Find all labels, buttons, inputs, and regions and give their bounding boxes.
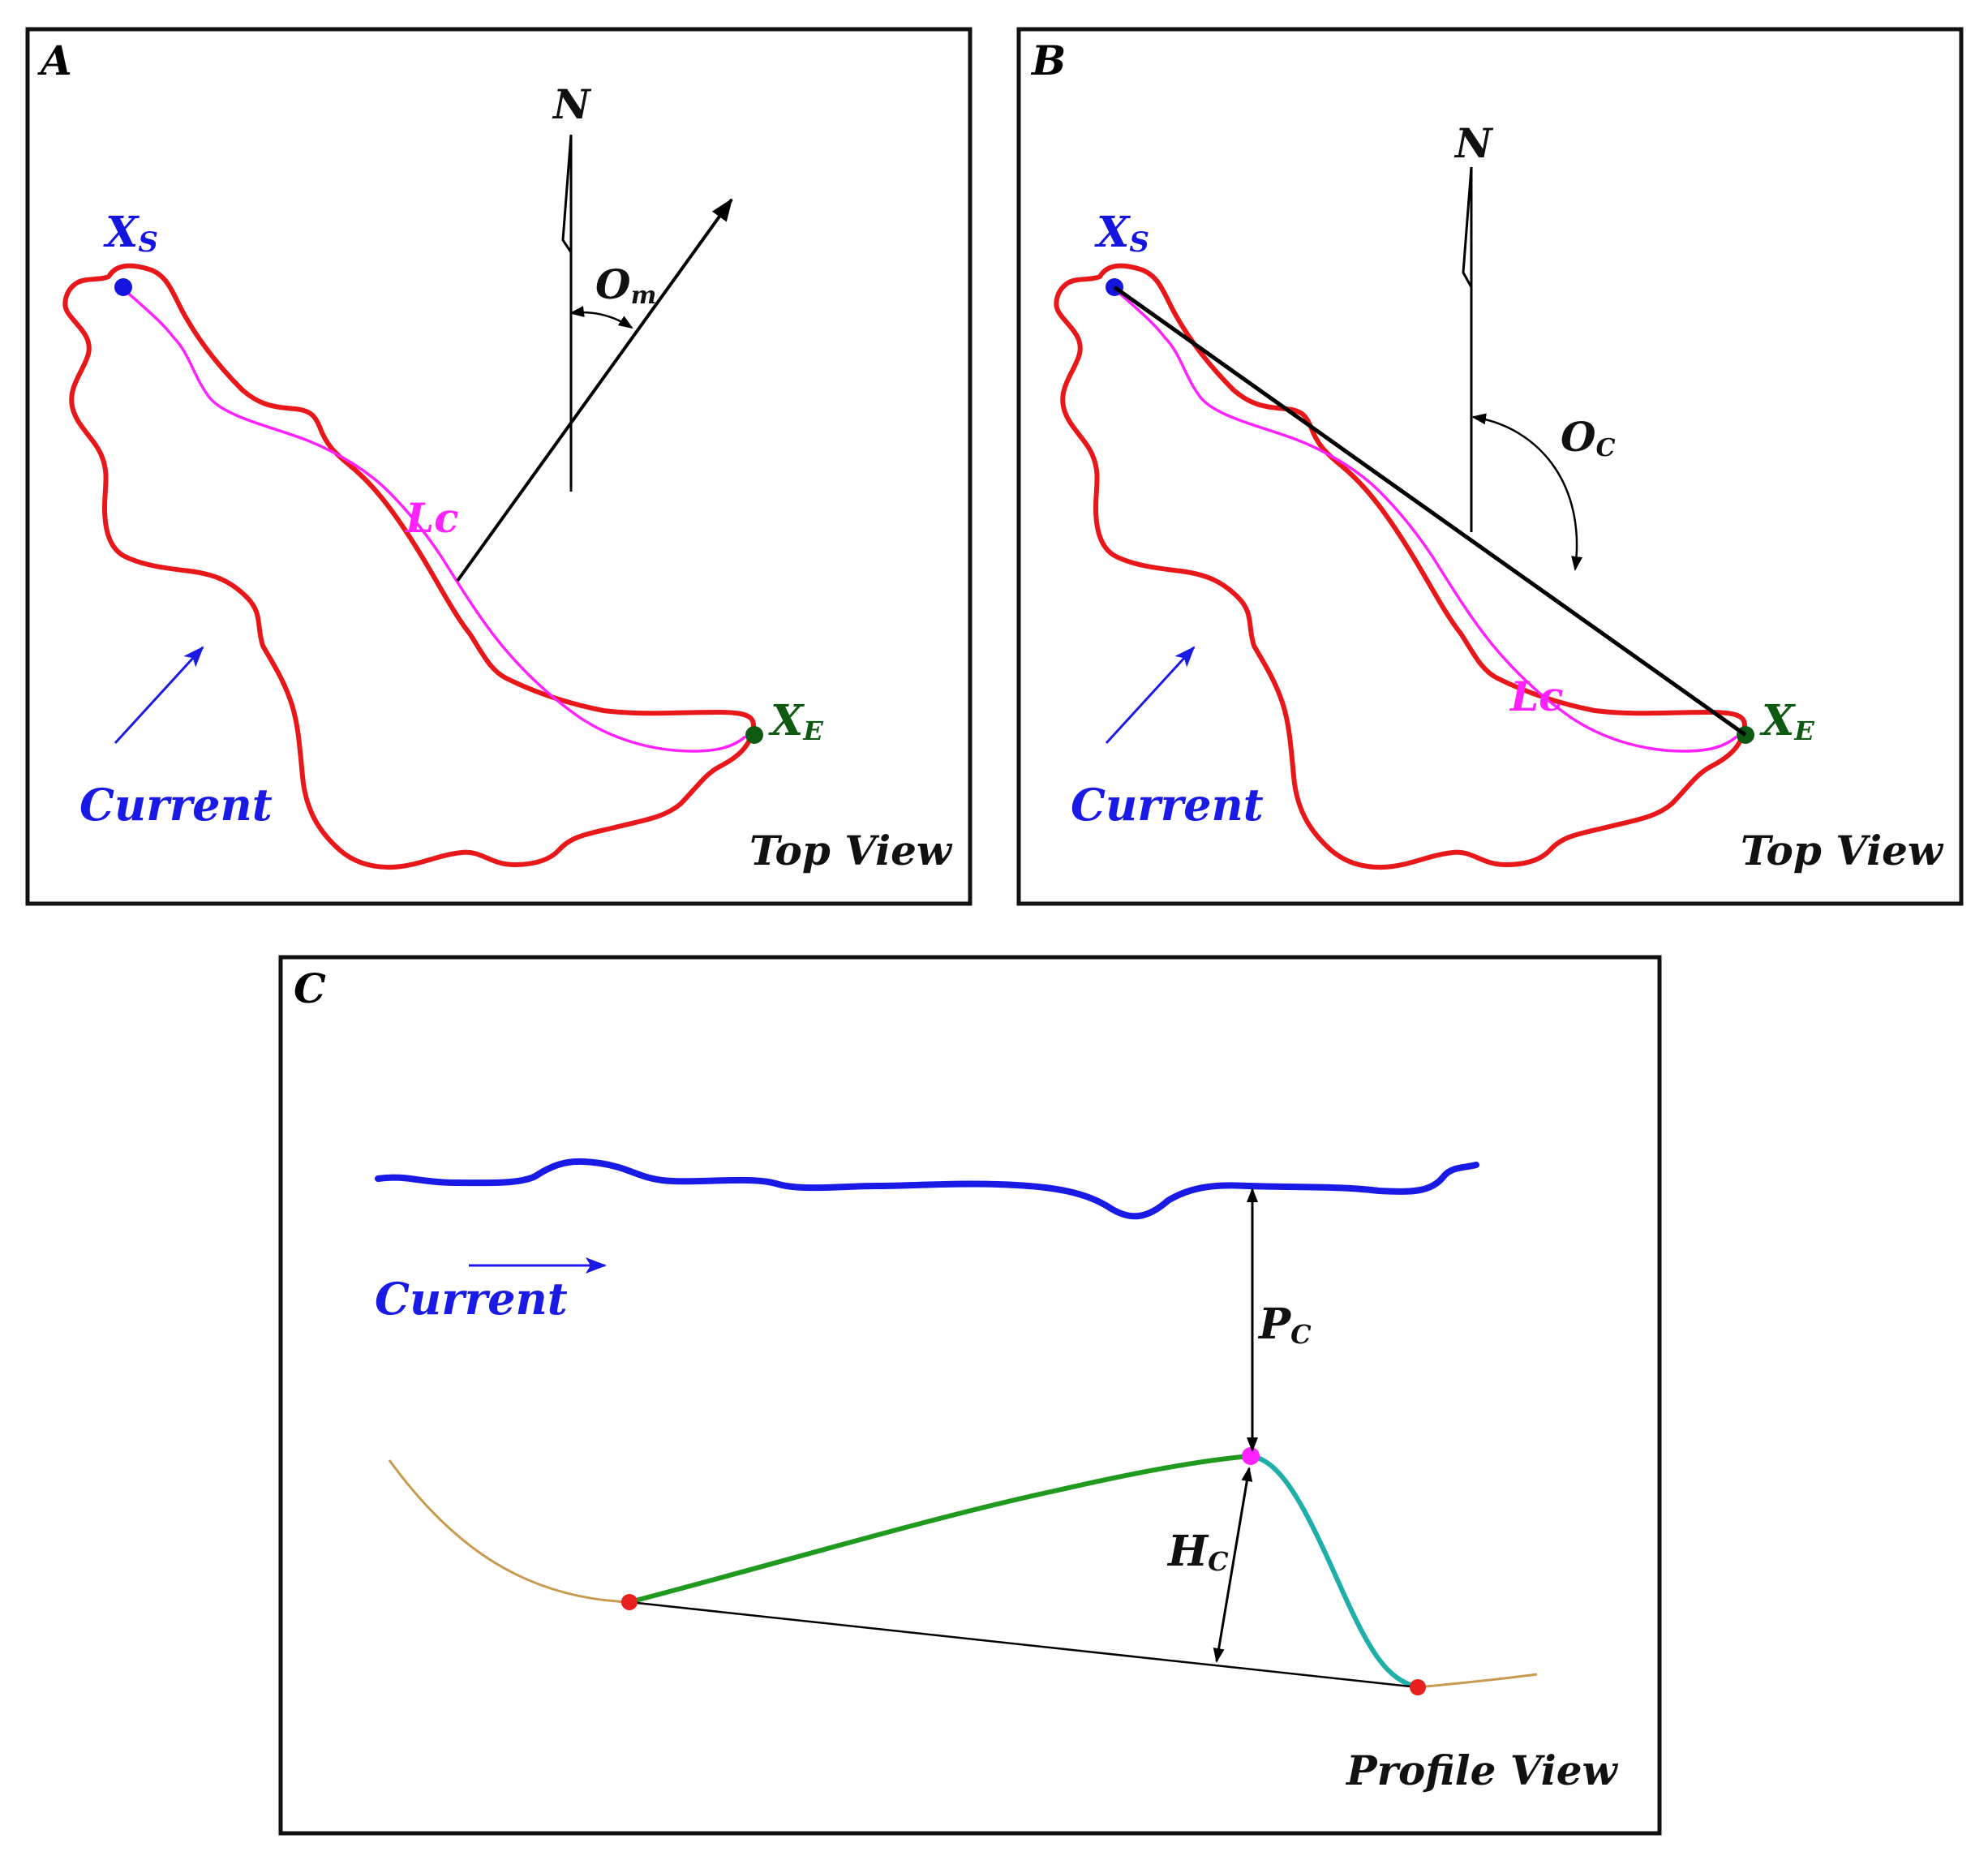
panel-c-depth-label: PC <box>1257 1300 1312 1350</box>
panel-a-end-point <box>745 726 763 744</box>
panel-b-orientation-arc <box>1471 413 1583 571</box>
panel-c-frame <box>278 955 1662 1836</box>
panel-c-current-label: Current <box>375 1273 568 1325</box>
panel-a-orientation-arc <box>569 306 633 329</box>
panel-a-orientation-label-symbol: O <box>595 260 631 308</box>
panel-a-end-label: XE <box>768 696 823 746</box>
panel-c-stoss-side <box>629 1454 1252 1605</box>
panel-b-chord-line <box>1113 285 1747 737</box>
panel-a-letter: A <box>37 37 72 84</box>
panel-a-feature <box>62 263 763 870</box>
panel-b-current-label: Current <box>1071 779 1264 831</box>
panel-a-centerline <box>122 287 747 753</box>
panel-b-centerline <box>1113 287 1738 753</box>
panel-a-end-label-subscript: E <box>802 715 823 746</box>
panel-c-height-arrow <box>1213 1467 1253 1663</box>
panel-c-view-label: Profile View <box>1345 1746 1619 1794</box>
panel-b-start-label-symbol: X <box>1094 208 1131 257</box>
panel-a-frame <box>25 27 973 906</box>
panel-a-start-point <box>114 278 132 296</box>
panel-a-current-label: Current <box>79 779 273 831</box>
panel-a-north-label: N <box>552 80 592 128</box>
panel-b-frame <box>1016 27 1964 906</box>
panel-c-height-label-subscript: C <box>1208 1546 1229 1577</box>
panel-a-start-label-subscript: S <box>138 226 158 259</box>
panel-b-orientation-label: OC <box>1561 413 1616 462</box>
panel-a-start-label: XS <box>103 208 158 259</box>
panel-b-outline <box>1054 263 1747 870</box>
panel-b-length-label: Lc <box>1509 672 1564 720</box>
panel-b-start-label: XS <box>1094 208 1149 259</box>
panel-a-north-arrow-icon <box>561 134 573 256</box>
panel-c-base-point-left <box>621 1594 638 1610</box>
panel-c-letter: C <box>294 965 326 1012</box>
panel-c-height-label-symbol: H <box>1166 1527 1209 1576</box>
panel-c-depth-label-subscript: C <box>1290 1319 1312 1350</box>
panel-a-view-label: Top View <box>749 827 953 874</box>
panel-b-north-arrow-icon <box>1462 166 1473 292</box>
panel-b-orientation-label-subscript: C <box>1596 434 1616 462</box>
panel-c-base-point-right <box>1410 1679 1426 1695</box>
panel-a-start-label-symbol: X <box>103 208 140 257</box>
panel-a-outline <box>62 263 756 870</box>
panel-b-orientation-label-symbol: O <box>1561 413 1596 461</box>
panel-b-north-label: N <box>1453 119 1494 167</box>
panel-c-height-label: HC <box>1166 1527 1229 1577</box>
panel-c-lee-side <box>1250 1454 1419 1690</box>
panel-b-end-label-symbol: X <box>1759 696 1797 745</box>
panel-b-letter: B <box>1030 37 1066 84</box>
panel-a-length-label: Lc <box>404 494 459 542</box>
panel-c-water-surface <box>375 1158 1479 1220</box>
panel-a-orientation-label: Om <box>595 260 656 310</box>
panel-a-orientation-label-subscript: m <box>631 281 657 310</box>
panel-b-end-label: XE <box>1759 696 1814 746</box>
panel-c-seafloor-right <box>1417 1673 1538 1689</box>
panel-a-orientation-arrow <box>456 198 733 582</box>
panel-b-feature <box>1054 263 1754 870</box>
panel-c-base-line <box>629 1600 1419 1689</box>
panel-a-current-arrow <box>114 646 204 745</box>
panel-a-end-label-symbol: X <box>768 696 805 745</box>
panel-c-crest-point <box>1242 1447 1260 1465</box>
panel-b-start-label-subscript: S <box>1129 226 1149 259</box>
panel-b-view-label: Top View <box>1741 827 1944 874</box>
panel-b-end-label-subscript: E <box>1793 715 1814 746</box>
panel-c-depth-label-symbol: P <box>1257 1300 1292 1349</box>
panel-c-seafloor-left <box>388 1459 630 1604</box>
panel-b-current-arrow <box>1105 646 1196 745</box>
